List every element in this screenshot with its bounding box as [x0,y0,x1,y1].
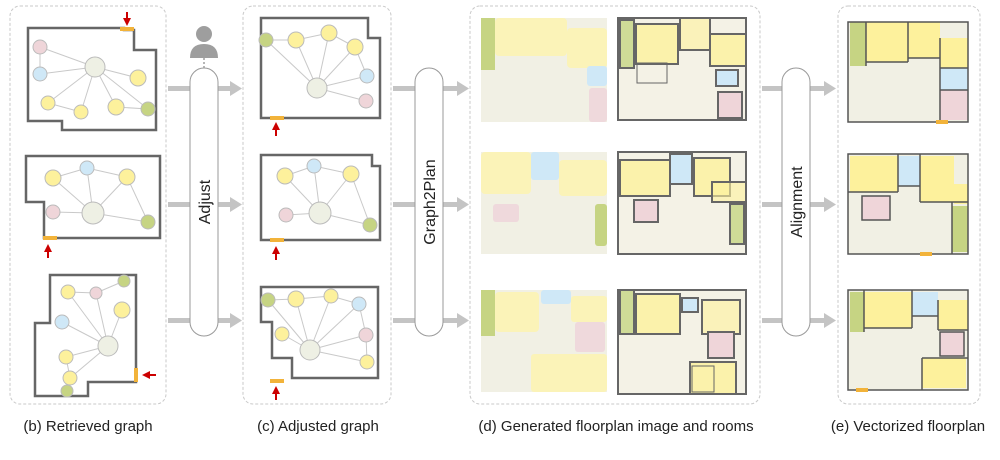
user-icon [190,26,218,68]
adjusted-graph-3 [259,285,380,400]
generated-image-2 [481,152,607,254]
vectorized-floorplan-2 [847,153,969,256]
generated-image-3 [481,290,607,392]
adjust-label: Adjust [197,179,214,224]
generated-image-1 [481,18,607,122]
vectorized-floorplan-3 [847,289,969,392]
adjust-stage: Adjust [189,67,219,337]
door-marker [120,27,134,31]
caption-vectorized-floorplan: (e) Vectorized floorplan [830,418,986,435]
graph2plan-label: Graph2Plan [422,159,439,244]
alignment-label: Alignment [789,166,806,238]
retrieved-graph-1 [26,12,158,132]
generated-rooms-1 [617,17,747,121]
caption-adjusted-graph: (c) Adjusted graph [257,418,379,435]
door-marker [134,368,138,382]
graph2plan-stage: Graph2Plan [414,67,444,337]
vectorized-floorplan-panel [837,5,981,405]
retrieved-graph-panel [9,5,167,405]
generated-floorplan-panel [469,5,761,405]
door-marker [270,116,284,120]
door-marker [270,379,284,383]
generated-rooms-2 [617,151,747,255]
retrieved-graph-2 [24,154,162,258]
adjusted-graph-2 [259,153,382,260]
caption-generated-floorplan: (d) Generated floorplan image and rooms [478,418,754,435]
vectorized-floorplan-1 [847,21,969,124]
alignment-stage: Alignment [781,67,811,337]
retrieved-graph-3 [33,273,156,398]
adjusted-graph-1 [258,16,382,136]
door-marker [43,236,57,240]
generated-rooms-3 [617,289,747,395]
adjusted-graph-panel [242,5,392,405]
door-marker [270,238,284,242]
caption-retrieved-graph: (b) Retrieved graph [23,418,153,435]
